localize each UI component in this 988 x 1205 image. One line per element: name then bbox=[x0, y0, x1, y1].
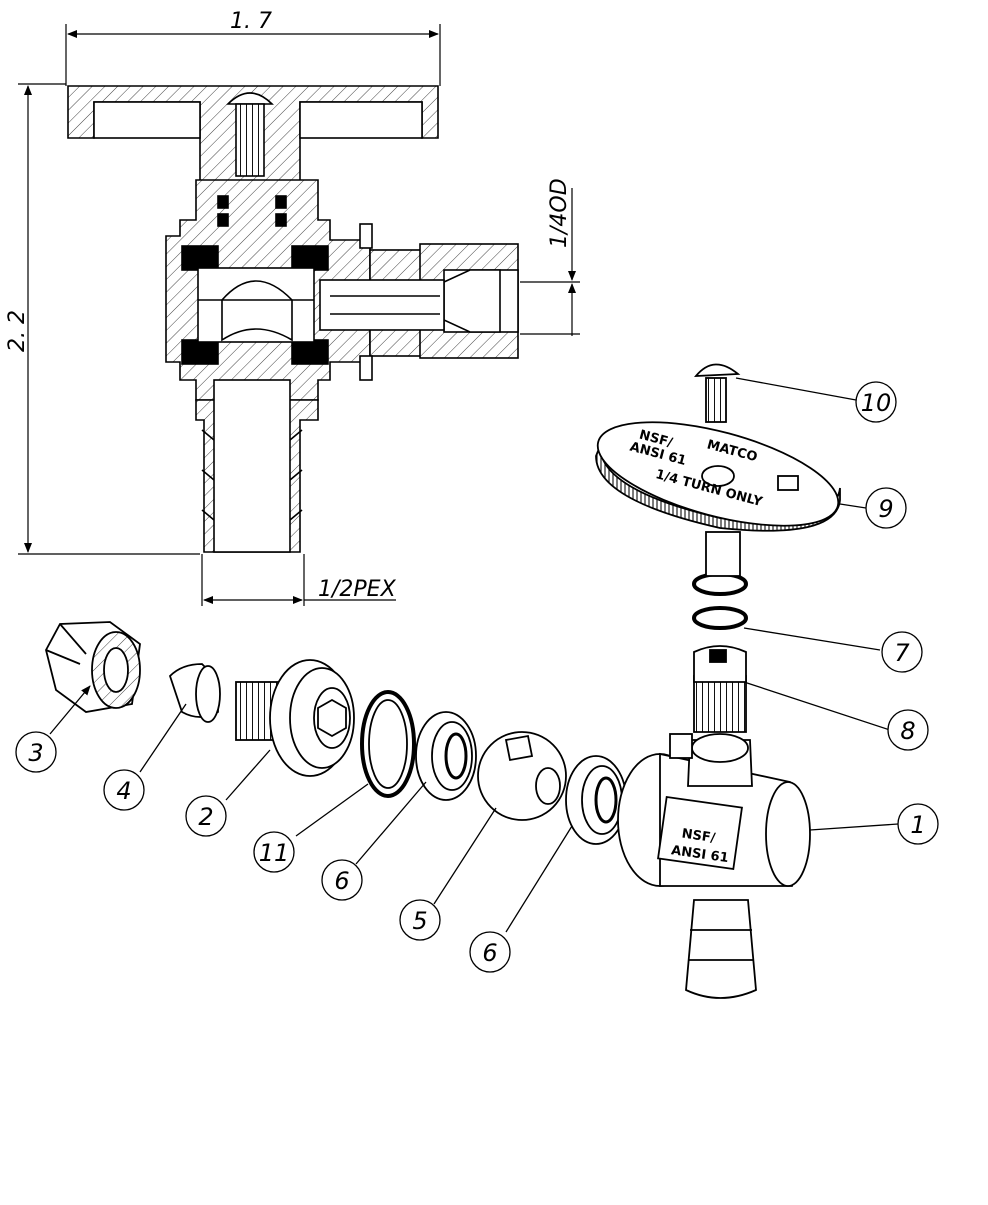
callout-7: 7 bbox=[894, 639, 910, 667]
part-stem-o-rings bbox=[692, 572, 748, 630]
callout-bubbles bbox=[15, 381, 939, 973]
dim-height: 2. 2 bbox=[5, 310, 30, 352]
callout-10-bubble bbox=[855, 381, 897, 423]
callout-3: 3 bbox=[28, 739, 43, 767]
part-o-ring bbox=[360, 690, 416, 798]
part-ferrule bbox=[168, 663, 221, 723]
callout-4: 4 bbox=[116, 777, 131, 805]
callout-2-bubble bbox=[185, 795, 227, 837]
callout-5-bubble bbox=[399, 899, 441, 941]
section-view bbox=[67, 85, 519, 553]
part-compression-nut bbox=[45, 621, 141, 713]
dimension-lines bbox=[18, 24, 580, 606]
screw-section bbox=[226, 92, 274, 105]
callout-9-bubble bbox=[865, 487, 907, 529]
callout-1: 1 bbox=[910, 811, 925, 839]
body-stamp-line1: NSF/ bbox=[681, 827, 717, 847]
callout-4-bubble bbox=[103, 769, 145, 811]
callout-3-bubble bbox=[15, 731, 57, 773]
callout-6a-bubble bbox=[321, 859, 363, 901]
dim-inlet: 1/2PEX bbox=[318, 577, 397, 602]
callout-8-bubble bbox=[887, 709, 929, 751]
callout-5: 5 bbox=[412, 907, 427, 935]
part-outlet-adapter bbox=[235, 659, 355, 777]
callout-6b: 6 bbox=[482, 939, 497, 967]
part-stem bbox=[693, 645, 747, 733]
callout-8: 8 bbox=[900, 717, 915, 745]
exploded-view: NSF/ ANSI 61 MATCO NSF/ ANSI 61 1/4 TURN… bbox=[45, 363, 841, 999]
part-seat-b bbox=[565, 755, 627, 845]
part-handle bbox=[595, 421, 841, 577]
callout-2: 2 bbox=[198, 803, 213, 831]
callout-11-bubble bbox=[253, 831, 295, 873]
part-ball bbox=[477, 731, 567, 821]
callout-labels: 1 2 3 4 5 6 6 7 8 9 10 11 bbox=[28, 389, 925, 967]
part-valve-body bbox=[617, 733, 811, 999]
dim-width: 1. 7 bbox=[230, 9, 272, 34]
callout-1-bubble bbox=[897, 803, 939, 845]
part-seat-a bbox=[415, 711, 477, 801]
callout-9: 9 bbox=[878, 495, 893, 523]
callout-11: 11 bbox=[259, 839, 290, 867]
part-screw bbox=[694, 363, 741, 423]
callout-6b-bubble bbox=[469, 931, 511, 973]
callout-leaders bbox=[49, 377, 899, 933]
callout-7-bubble bbox=[881, 631, 923, 673]
callout-6a: 6 bbox=[334, 867, 349, 895]
callout-10: 10 bbox=[861, 389, 892, 417]
dim-outlet: 1/4OD bbox=[547, 178, 572, 248]
